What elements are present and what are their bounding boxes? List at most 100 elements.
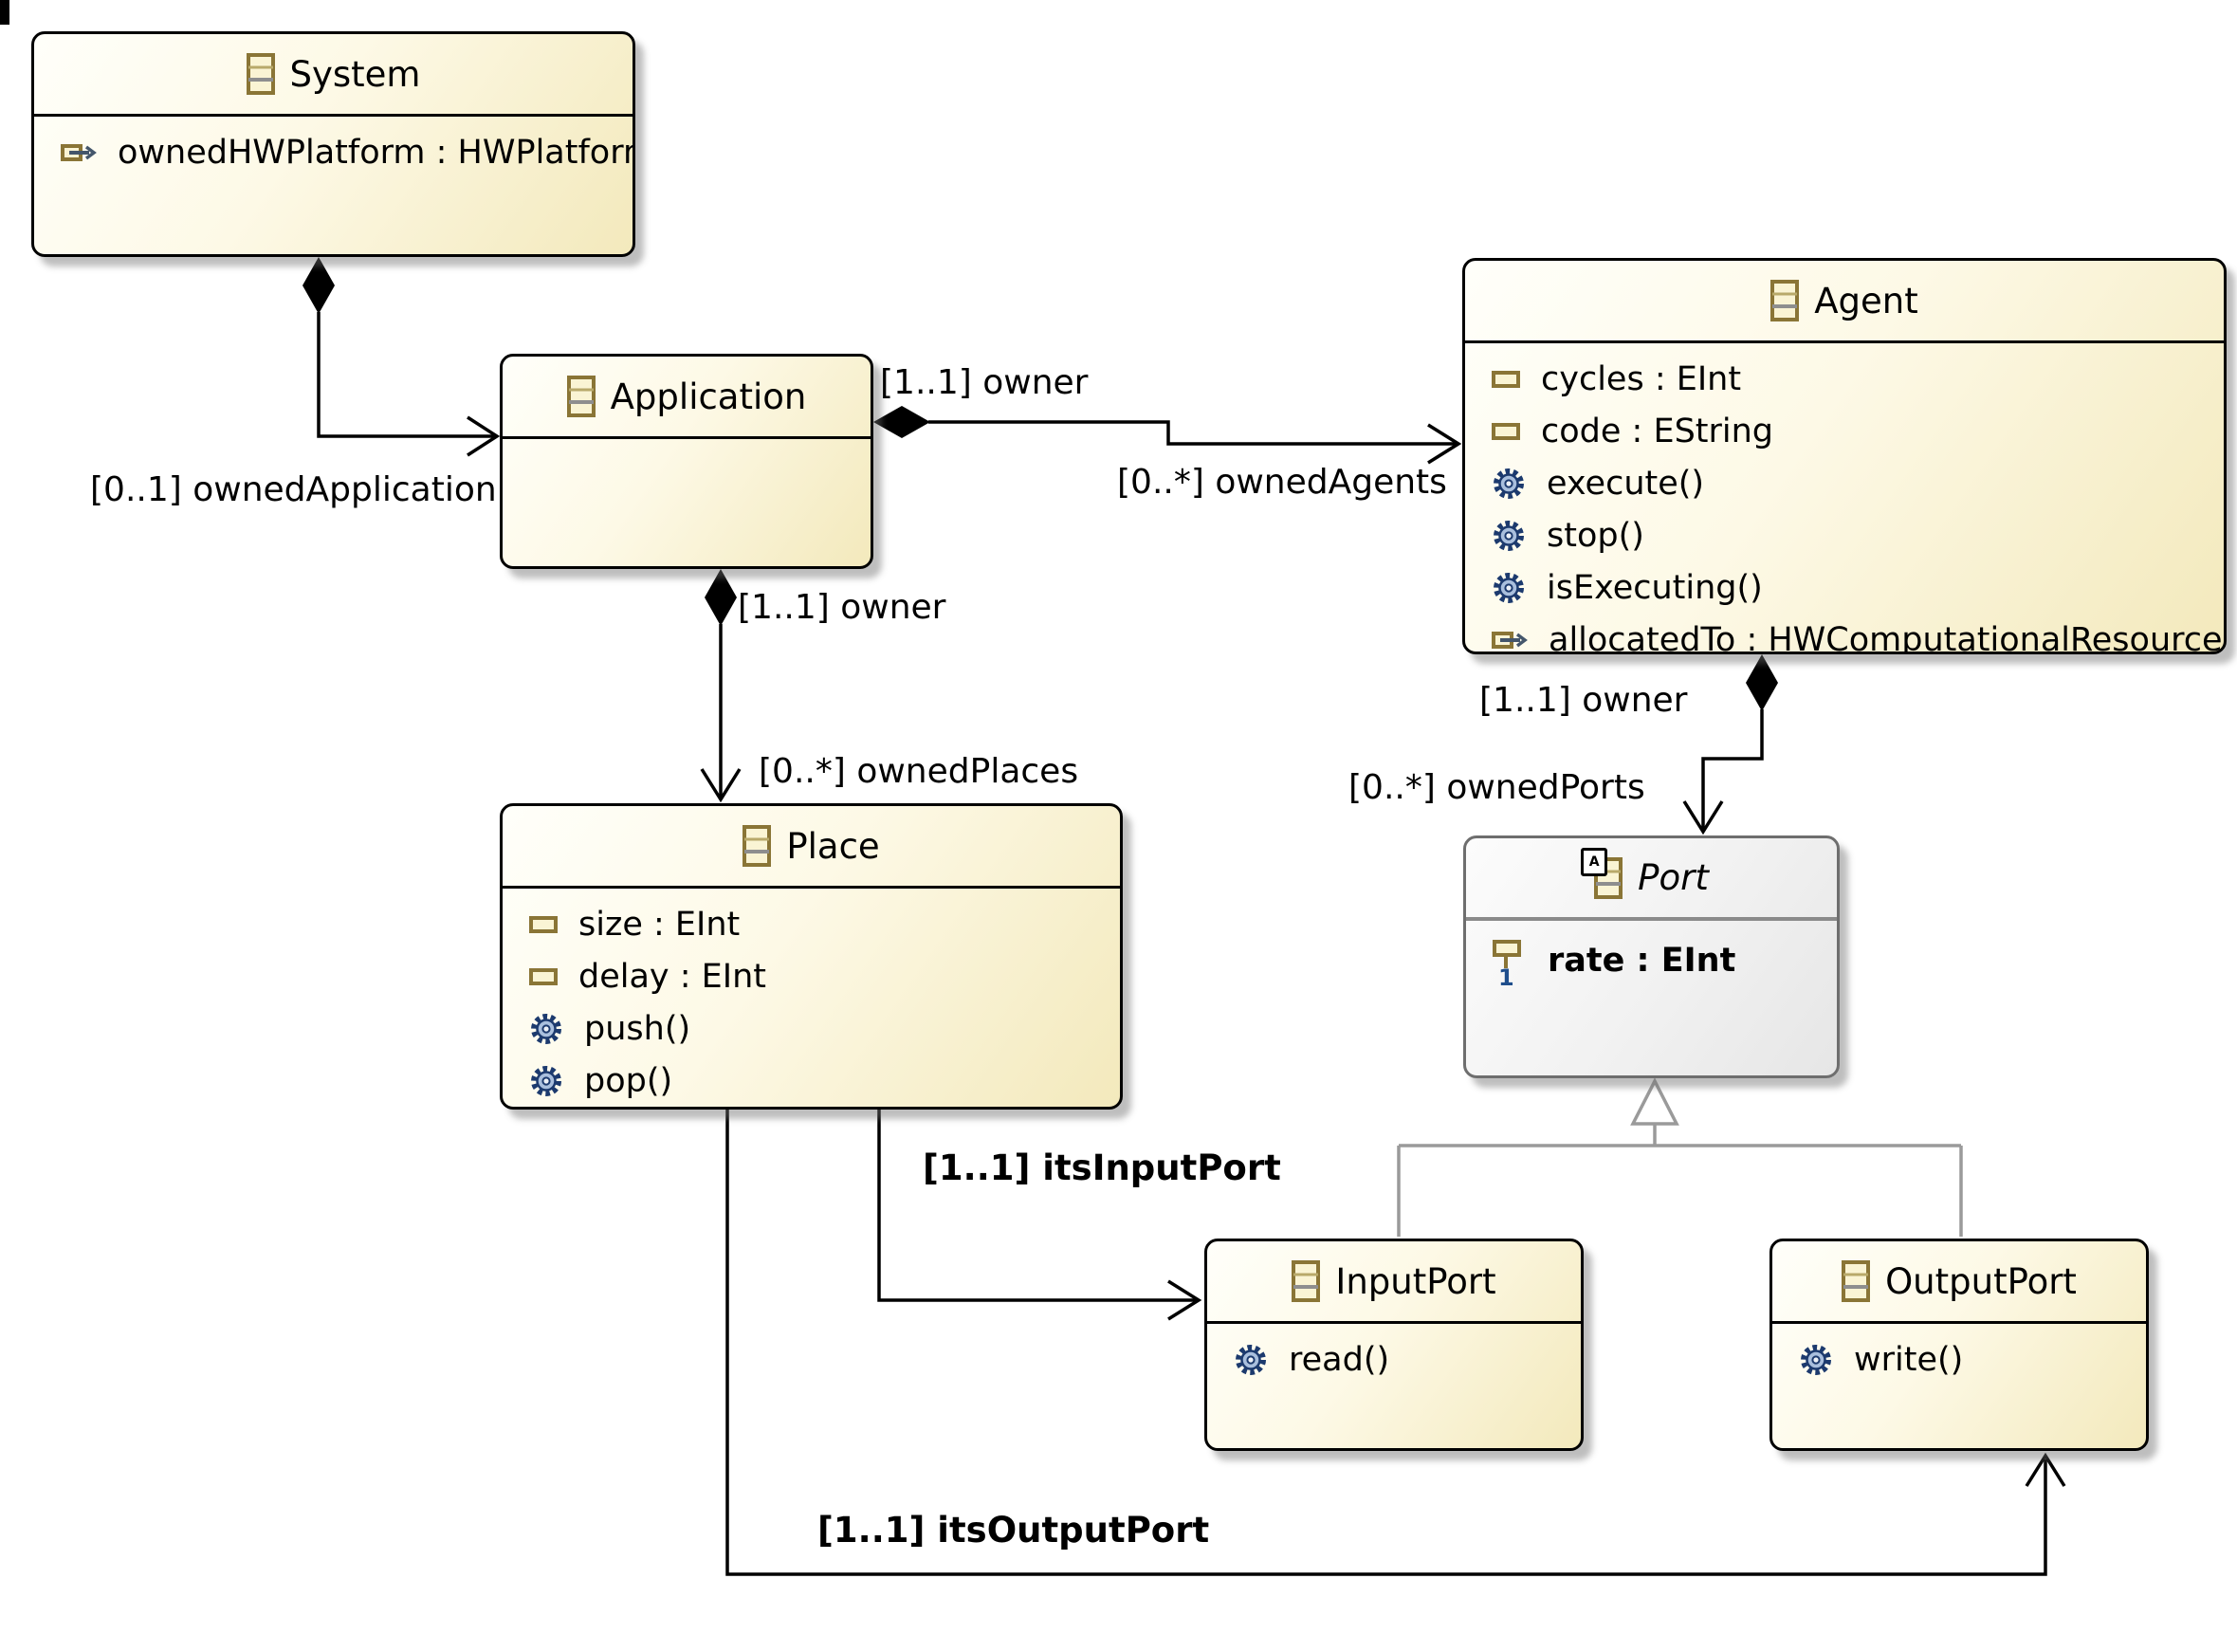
eclass-icon: [743, 825, 771, 867]
eattribute-icon: [529, 916, 558, 933]
eclass-icon: [1292, 1260, 1320, 1302]
composition-system-application[interactable]: [303, 257, 501, 457]
members-compartment: size : EInt delay : EInt push() pop(): [503, 889, 1120, 1107]
screen-corner-artifact: [0, 0, 9, 25]
edge-label-ownedagents-owner[interactable]: [1..1] owner: [880, 363, 1089, 402]
class-application[interactable]: Application: [500, 354, 873, 569]
class-title-bar: OutputPort: [1772, 1241, 2146, 1324]
class-system[interactable]: System ownedHWPlatform : HWPlatform: [31, 31, 635, 257]
class-title-bar: A Port: [1466, 838, 1837, 921]
edge-label-ownedports-owner[interactable]: [1..1] owner: [1479, 681, 1688, 720]
multiplicity-stem: [1504, 956, 1508, 968]
feature-label: allocatedTo : HWComputationalResource: [1549, 620, 2223, 654]
reference-place-inputport[interactable]: [877, 1110, 1202, 1321]
ereference-icon: [61, 143, 97, 162]
composition-application-agent[interactable]: [873, 406, 1462, 465]
feature-label: write(): [1854, 1340, 1964, 1379]
feature-label: ownedHWPlatform : HWPlatform: [118, 133, 635, 172]
eoperation-icon: [1492, 519, 1526, 553]
feature-row[interactable]: pop(): [529, 1055, 1120, 1107]
feature-row[interactable]: isExecuting(): [1492, 561, 2224, 614]
feature-row[interactable]: allocatedTo : HWComputationalResource: [1492, 614, 2224, 654]
composition-diamond-icon: [1746, 654, 1778, 711]
class-inputport[interactable]: InputPort read(): [1204, 1239, 1584, 1451]
edge-label-ownedapplication[interactable]: [0..1] ownedApplication: [90, 470, 497, 509]
eclass-abstract-icon: A: [1581, 847, 1623, 899]
class-title-bar: InputPort: [1207, 1241, 1581, 1324]
eclass-icon: [1842, 1260, 1870, 1302]
feature-label: pop(): [584, 1061, 673, 1100]
edge-label-itsoutputport[interactable]: [1..1] itsOutputPort: [817, 1510, 1210, 1551]
class-title-bar: Place: [503, 806, 1120, 889]
open-arrow-icon: [467, 415, 501, 457]
open-arrow-icon: [2025, 1452, 2066, 1487]
composition-diamond-icon: [303, 257, 335, 314]
generalization-triangle-icon: [1630, 1077, 1679, 1126]
edge-label-ownedplaces[interactable]: [0..*] ownedPlaces: [759, 752, 1079, 791]
class-agent[interactable]: Agent cycles : EInt code : EString execu…: [1462, 258, 2227, 654]
members-compartment: read(): [1207, 1324, 1581, 1386]
class-title: InputPort: [1335, 1260, 1496, 1302]
feature-row[interactable]: write(): [1799, 1333, 2146, 1386]
eattribute-required-icon: 1: [1493, 936, 1527, 991]
edge-label-ownedplaces-owner[interactable]: [1..1] owner: [738, 588, 946, 627]
eoperation-icon: [1492, 571, 1526, 605]
feature-label: execute(): [1547, 464, 1705, 503]
class-title-bar: Agent: [1465, 261, 2224, 343]
feature-row[interactable]: stop(): [1492, 509, 2224, 561]
composition-agent-port[interactable]: [1682, 654, 1778, 835]
edge-label-ownedagents[interactable]: [0..*] ownedAgents: [1117, 463, 1447, 502]
class-title: System: [289, 53, 421, 95]
composition-application-place[interactable]: [700, 569, 742, 803]
composition-diamond-icon: [705, 569, 737, 626]
feature-label: size : EInt: [578, 905, 741, 944]
feature-row[interactable]: delay : EInt: [529, 950, 1120, 1002]
class-outputport[interactable]: OutputPort write(): [1769, 1239, 2149, 1451]
feature-row[interactable]: size : EInt: [529, 898, 1120, 950]
eoperation-icon: [1234, 1343, 1268, 1377]
class-title: Application: [610, 376, 807, 417]
multiplicity-one: 1: [1498, 964, 1514, 991]
members-compartment: cycles : EInt code : EString execute() s…: [1465, 343, 2224, 654]
class-port[interactable]: A Port 1 rate : EInt: [1463, 835, 1840, 1078]
feature-row[interactable]: read(): [1234, 1333, 1581, 1386]
feature-row[interactable]: execute(): [1492, 457, 2224, 509]
abstract-marker: A: [1581, 847, 1608, 876]
feature-label: cycles : EInt: [1541, 359, 1742, 398]
feature-row[interactable]: 1 rate : EInt: [1493, 934, 1837, 991]
feature-label: isExecuting(): [1547, 568, 1763, 607]
eclass-icon: [247, 53, 275, 95]
members-compartment: write(): [1772, 1324, 2146, 1386]
feature-row[interactable]: code : EString: [1492, 405, 2224, 457]
feature-row[interactable]: push(): [529, 1002, 1120, 1055]
ereference-icon: [1492, 631, 1528, 650]
eattribute-icon: [529, 968, 558, 985]
eoperation-icon: [529, 1012, 563, 1046]
generalization-line[interactable]: [1397, 1123, 1963, 1237]
members-compartment: 1 rate : EInt: [1466, 921, 1837, 991]
class-title-bar: Application: [503, 357, 871, 439]
members-compartment: ownedHWPlatform : HWPlatform: [34, 117, 633, 178]
composition-diamond-icon: [873, 406, 930, 438]
eattribute-icon: [1492, 371, 1520, 388]
feature-label: delay : EInt: [578, 957, 767, 996]
class-place[interactable]: Place size : EInt delay : EInt push() po…: [500, 803, 1123, 1110]
class-title: Port: [1638, 857, 1709, 898]
feature-label: stop(): [1547, 516, 1644, 555]
edge-label-itsinputport[interactable]: [1..1] itsInputPort: [923, 1147, 1281, 1188]
edge-label-ownedports[interactable]: [0..*] ownedPorts: [1348, 768, 1645, 807]
class-title-bar: System: [34, 34, 633, 117]
feature-label: code : EString: [1541, 412, 1774, 450]
eattribute-icon: [1492, 423, 1520, 440]
feature-label: push(): [584, 1009, 691, 1048]
class-title: Place: [786, 825, 880, 867]
generalization-ports-to-port[interactable]: [1397, 1077, 1963, 1237]
reference-place-outputport[interactable]: [725, 1110, 2066, 1576]
class-title: Agent: [1814, 280, 1918, 321]
feature-row[interactable]: cycles : EInt: [1492, 353, 2224, 405]
members-compartment: [503, 439, 871, 449]
eoperation-icon: [529, 1064, 563, 1098]
feature-row[interactable]: ownedHWPlatform : HWPlatform: [61, 126, 633, 178]
